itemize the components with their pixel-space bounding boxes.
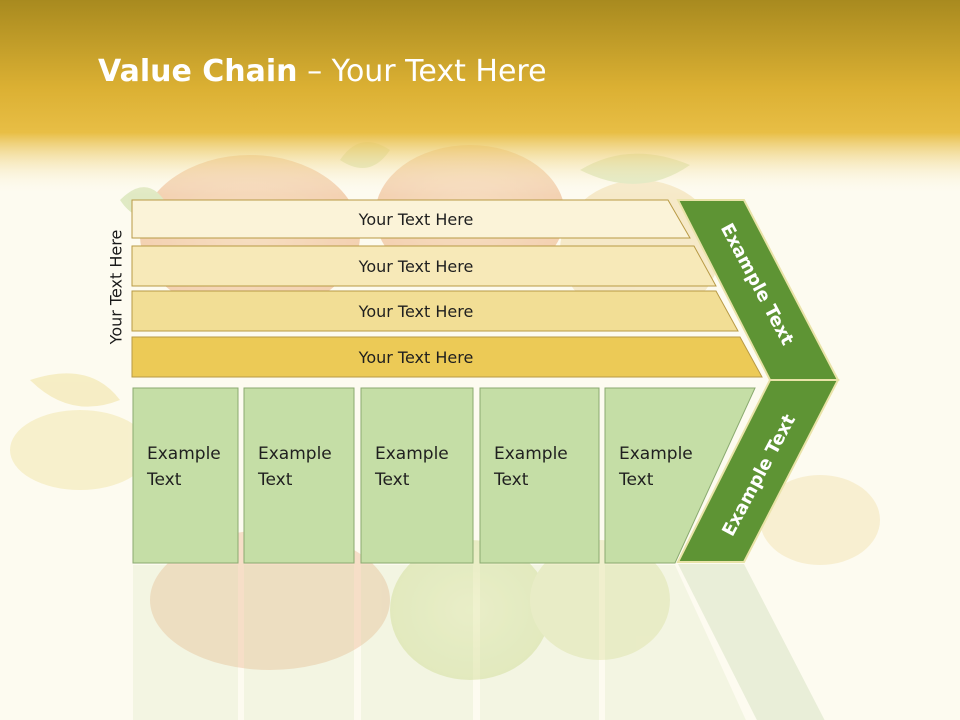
- title-band: [0, 0, 960, 195]
- page-title: Value Chain – Your Text Here: [98, 54, 547, 89]
- column-label-5-line-2: Text: [618, 470, 654, 490]
- column-box-3[interactable]: [360, 387, 474, 564]
- column-label-3-line-1: Example: [375, 444, 449, 464]
- row-label-3: Your Text Here: [358, 302, 474, 321]
- column-label-4-line-2: Text: [493, 470, 529, 490]
- row-band-1[interactable]: [131, 199, 691, 239]
- column-box-2[interactable]: [243, 387, 355, 564]
- column-label-4-line-1: Example: [494, 444, 568, 464]
- column-reflection-5: [605, 565, 746, 720]
- column-label-3-line-2: Text: [374, 470, 410, 490]
- column-reflection-2: [244, 565, 354, 720]
- page-title-rest: – Your Text Here: [307, 54, 547, 89]
- column-reflection-1: [133, 565, 238, 720]
- column-label-1-line-1: Example: [147, 444, 221, 464]
- column-label-1-line-2: Text: [146, 470, 182, 490]
- column-reflection-4: [480, 565, 599, 720]
- column-label-2-line-2: Text: [257, 470, 293, 490]
- page-title-bold: Value Chain: [98, 54, 298, 89]
- row-label-1: Your Text Here: [358, 210, 474, 229]
- arrow-lower-segment[interactable]: [676, 379, 840, 563]
- column-box-5[interactable]: [604, 387, 756, 564]
- column-box-1[interactable]: [132, 387, 239, 564]
- column-box-4[interactable]: [479, 387, 600, 564]
- row-band-2[interactable]: [131, 245, 717, 287]
- column-label-5-line-1: Example: [619, 444, 693, 464]
- row-label-4: Your Text Here: [358, 348, 474, 367]
- row-band-4[interactable]: [131, 336, 763, 378]
- arrow-reflection: [678, 564, 825, 720]
- row-band-3[interactable]: [131, 290, 739, 332]
- row-label-2: Your Text Here: [358, 257, 474, 276]
- column-label-2-line-1: Example: [258, 444, 332, 464]
- column-reflection-3: [361, 565, 473, 720]
